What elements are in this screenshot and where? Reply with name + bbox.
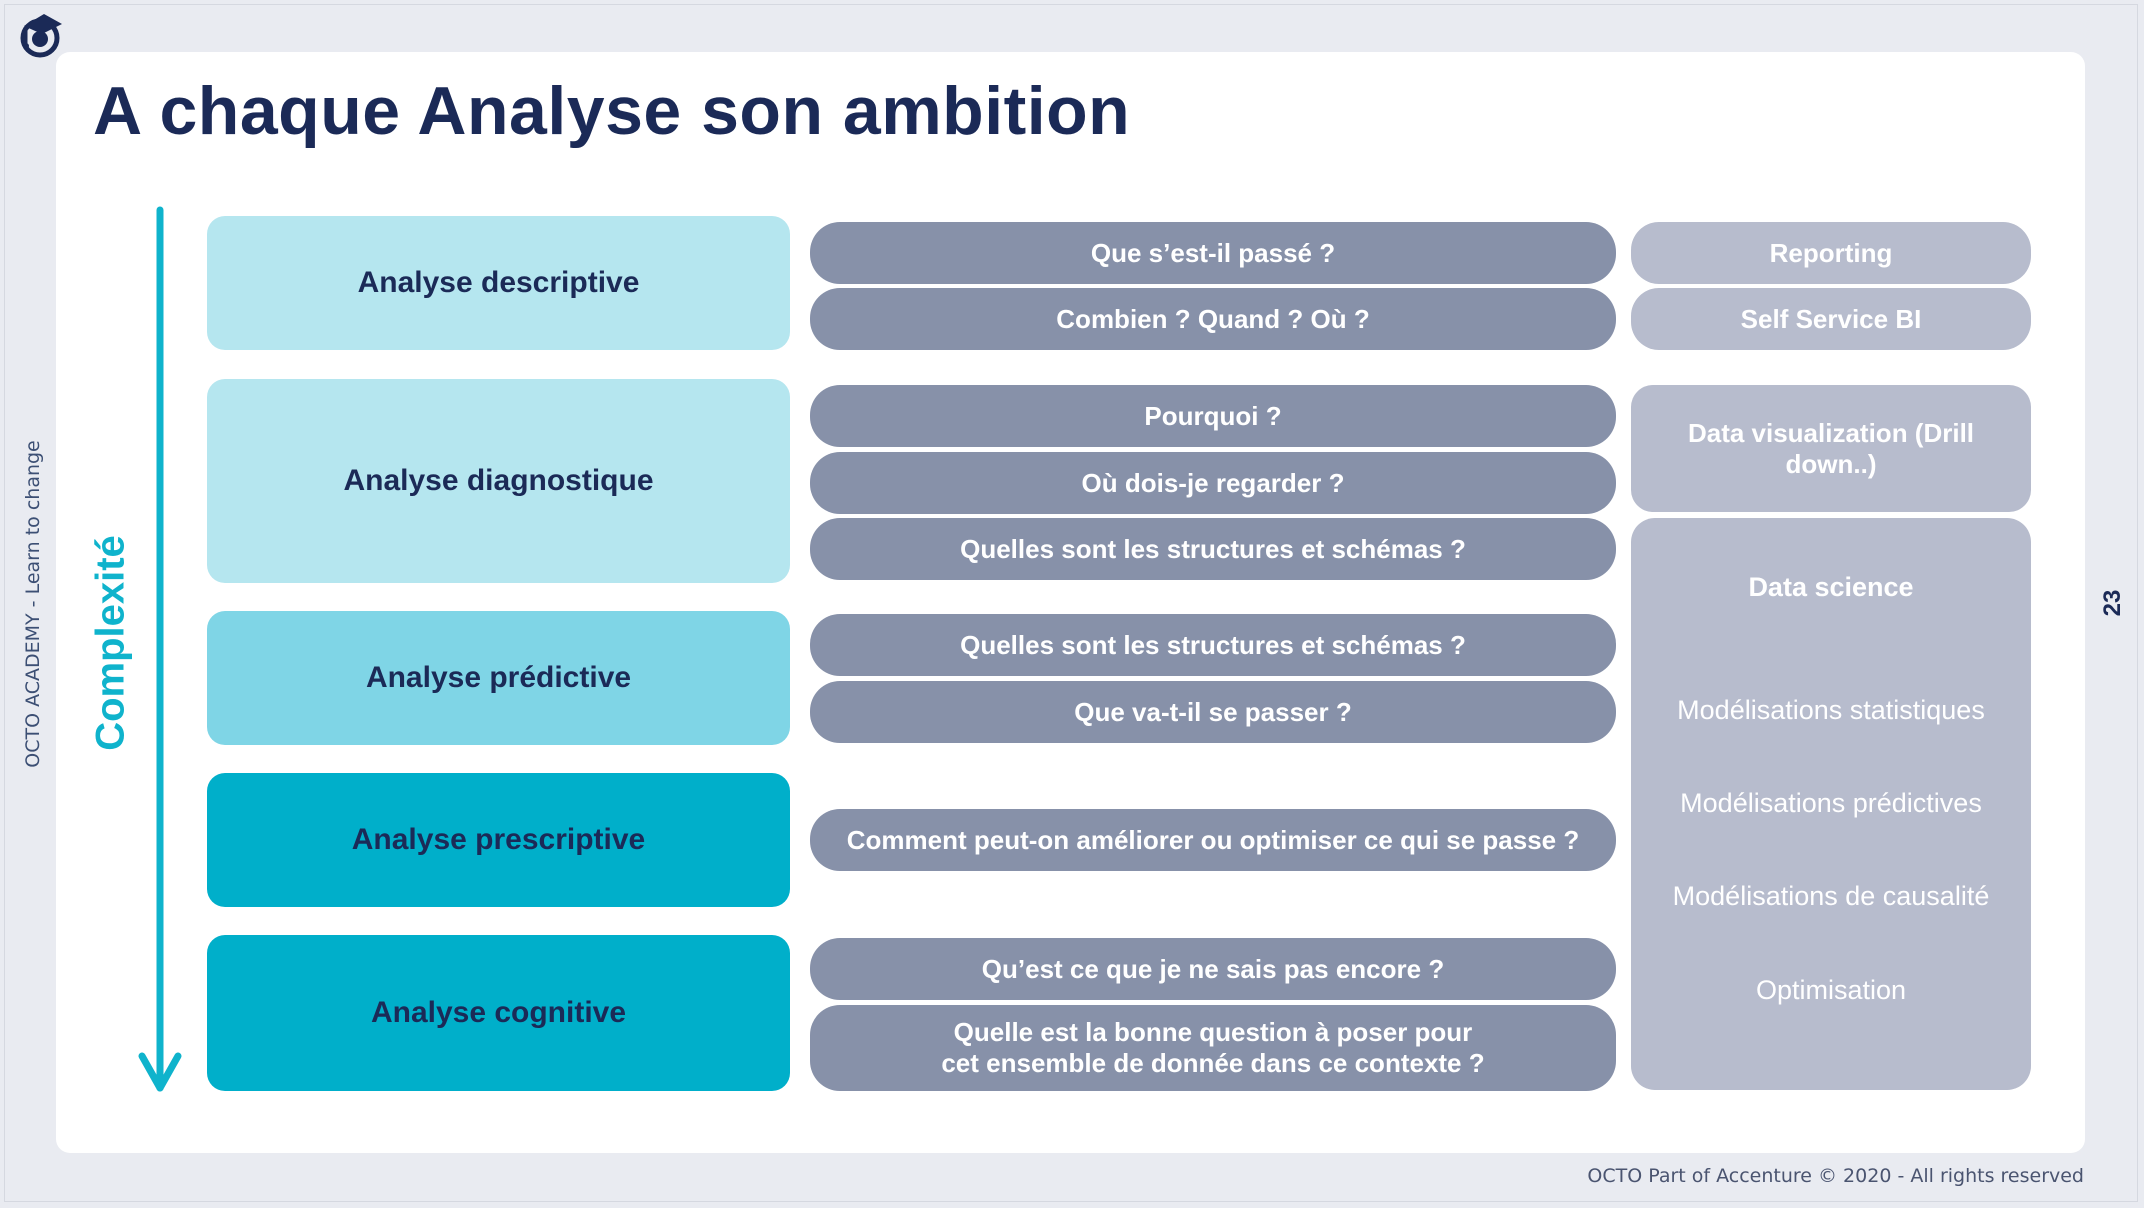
slide-title: A chaque Analyse son ambition <box>93 73 1131 149</box>
data-science-item: Modélisations prédictives <box>1680 788 1982 818</box>
side-caption: OCTO ACADEMY - Learn to change <box>22 440 44 768</box>
page-number: 23 <box>2099 589 2126 617</box>
data-science-item: Modélisations statistiques <box>1677 695 1985 725</box>
tool-self-service-bi: Self Service BI <box>1631 288 2031 350</box>
question-pill: Comment peut-on améliorer ou optimiser c… <box>810 809 1616 871</box>
analysis-diagnostic: Analyse diagnostique <box>207 379 790 583</box>
question-pill: Pourquoi ? <box>810 385 1616 447</box>
octo-logo-icon <box>20 14 62 58</box>
question-pill: Combien ? Quand ? Où ? <box>810 288 1616 350</box>
question-pill: Quelles sont les structures et schémas ? <box>810 614 1616 676</box>
tool-reporting: Reporting <box>1631 222 2031 284</box>
tool-data-visualization: Data visualization (Drill down..) <box>1631 385 2031 512</box>
complexity-arrow-icon <box>138 206 182 1092</box>
question-pill: Quelles sont les structures et schémas ? <box>810 518 1616 580</box>
data-science-panel: Data science Modélisations statistiques … <box>1631 518 2031 1090</box>
data-science-item: Modélisations de causalité <box>1672 881 1990 911</box>
analysis-cognitive: Analyse cognitive <box>207 935 790 1091</box>
data-science-heading: Data science <box>1748 572 1914 602</box>
data-science-item: Optimisation <box>1755 975 1907 1005</box>
question-pill: Où dois-je regarder ? <box>810 452 1616 514</box>
question-pill: Que va-t-il se passer ? <box>810 681 1616 743</box>
footer-copyright: OCTO Part of Accenture © 2020 - All righ… <box>1587 1165 2084 1187</box>
question-pill: Qu’est ce que je ne sais pas encore ? <box>810 938 1616 1000</box>
question-pill: Que s’est-il passé ? <box>810 222 1616 284</box>
analysis-prescriptive: Analyse prescriptive <box>207 773 790 907</box>
analysis-descriptive: Analyse descriptive <box>207 216 790 350</box>
question-pill: Quelle est la bonne question à poser pou… <box>810 1005 1616 1091</box>
complexity-axis-label: Complexité <box>88 535 133 751</box>
analysis-predictive: Analyse prédictive <box>207 611 790 745</box>
